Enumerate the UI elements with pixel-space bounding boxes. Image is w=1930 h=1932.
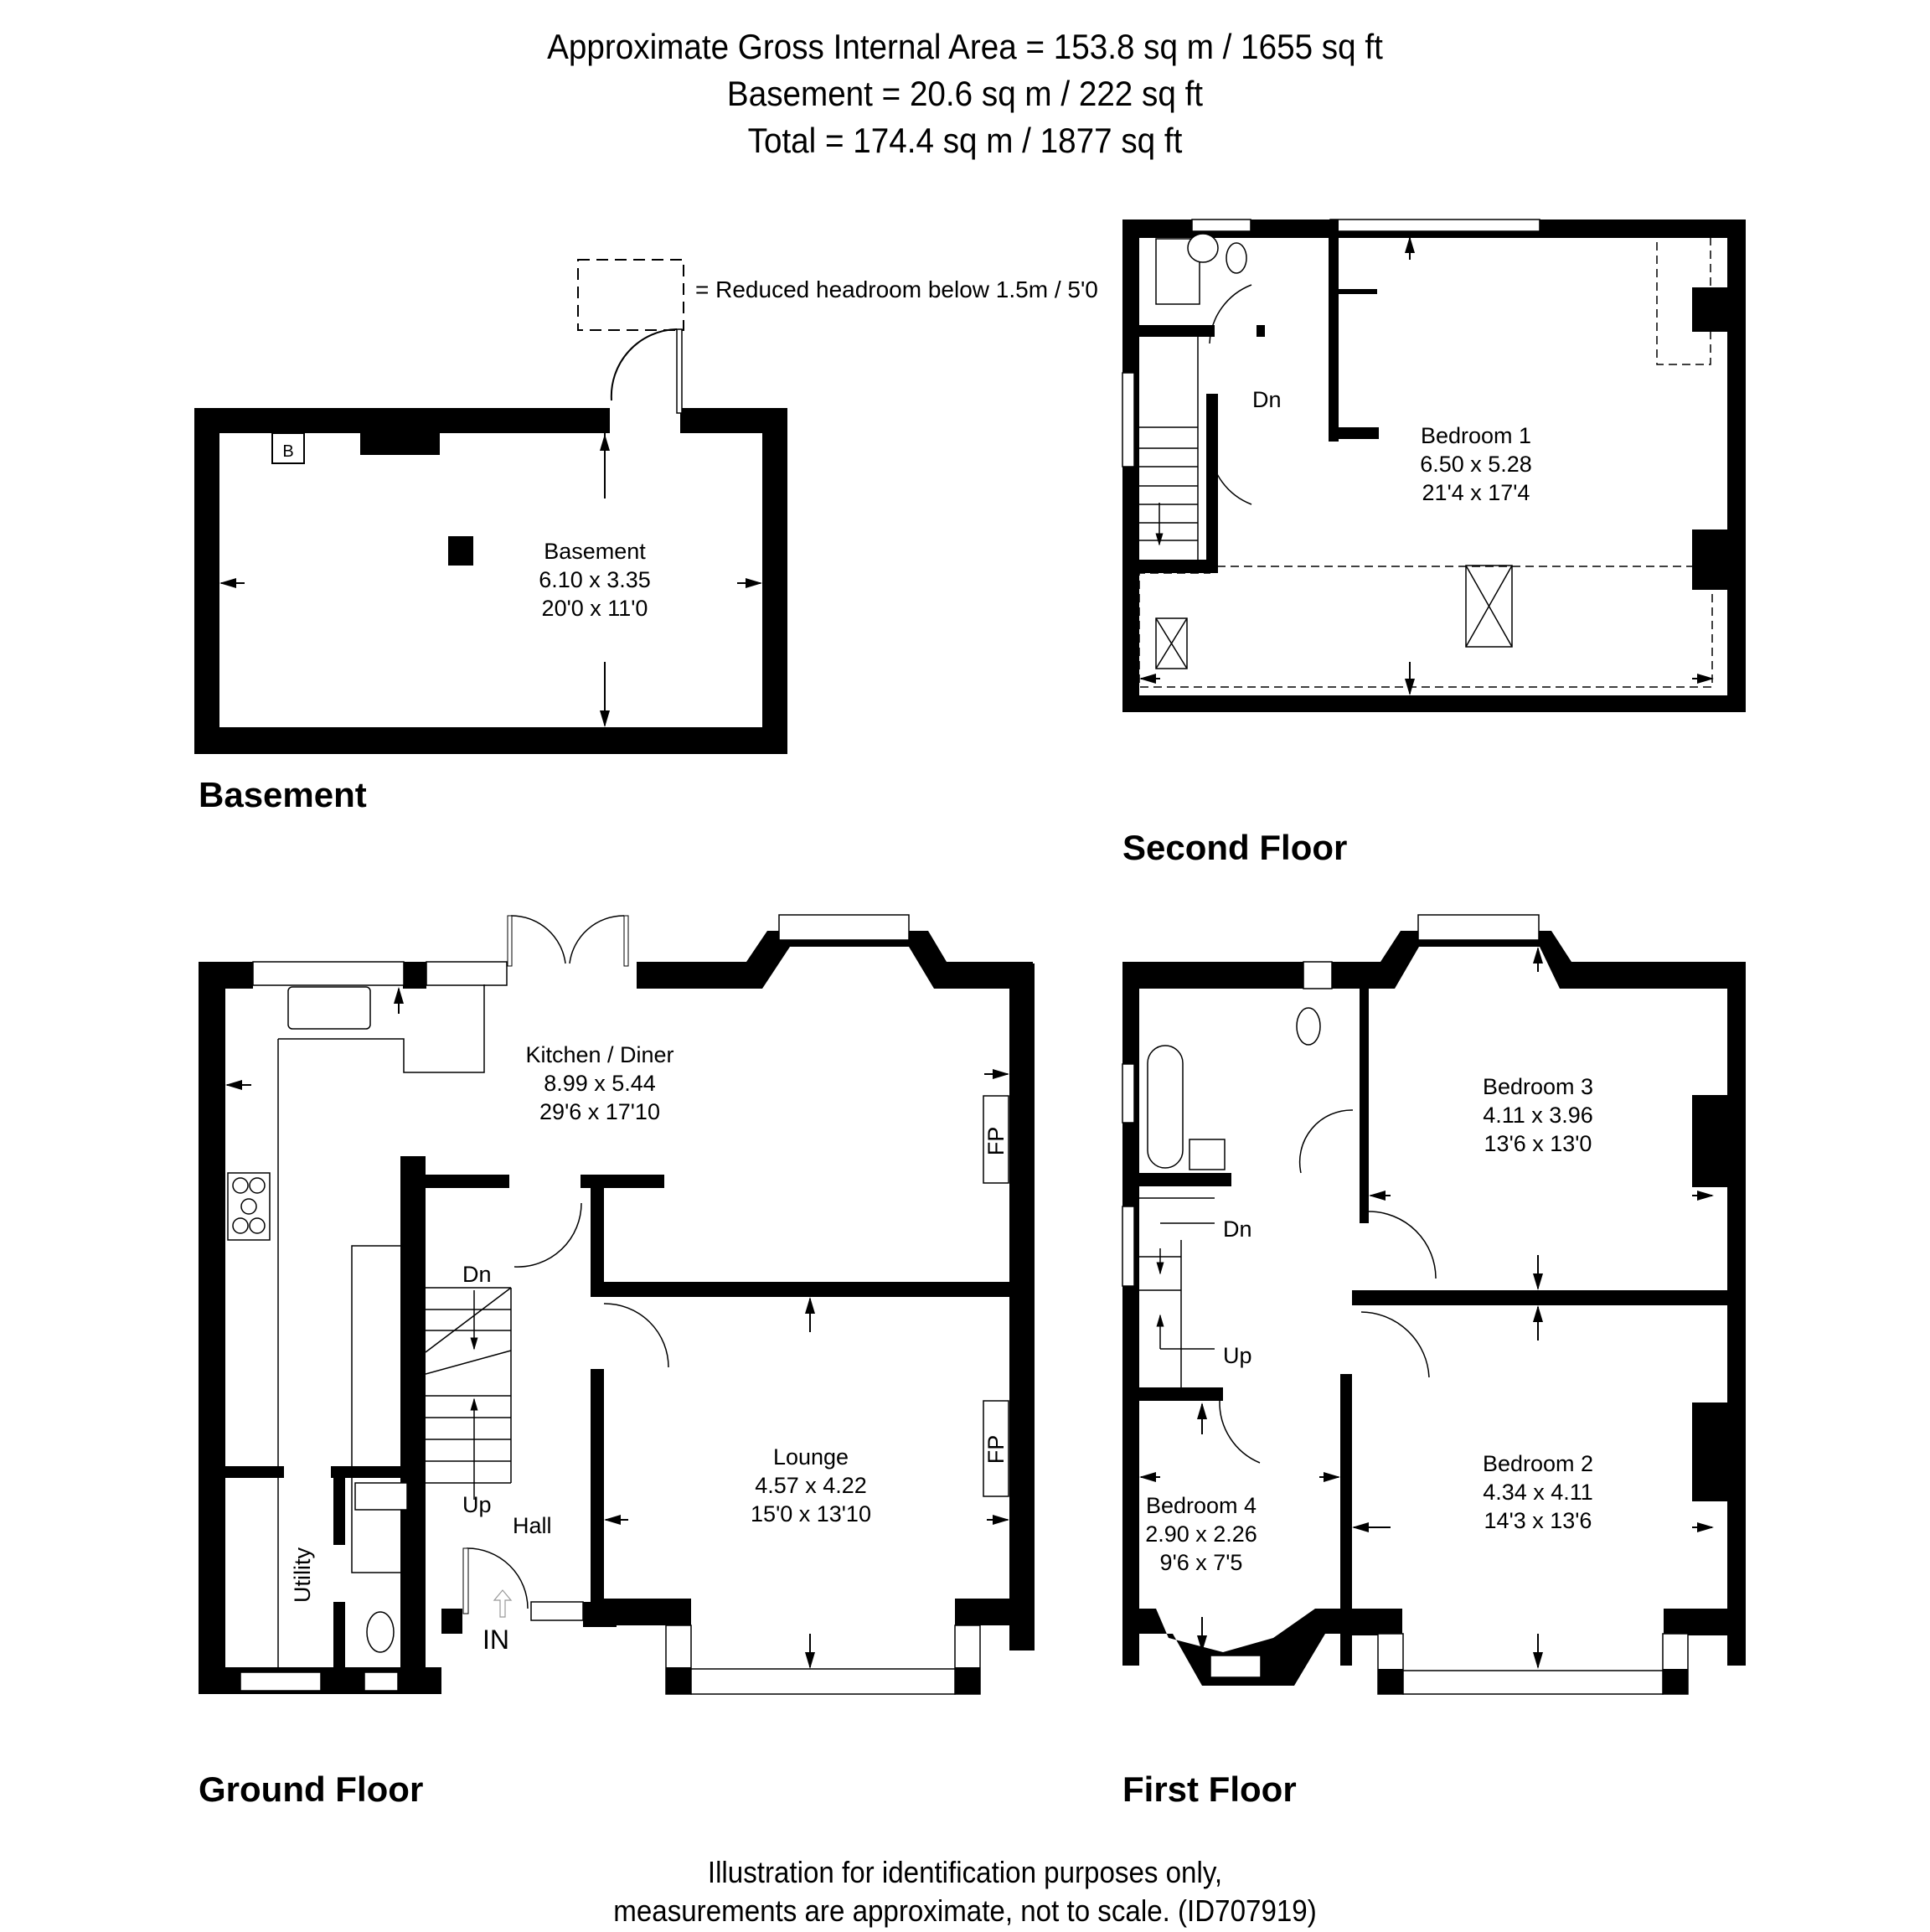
entrance-arrow-icon — [493, 1589, 513, 1618]
bedroom-3-metric: 4.11 x 3.96 — [1483, 1103, 1593, 1128]
room-bedroom-3: Bedroom 3 — [1483, 1074, 1593, 1099]
door-swing-icon — [466, 1547, 529, 1609]
boiler-icon — [271, 432, 305, 464]
bedroom-4-metric: 2.90 x 2.26 — [1145, 1521, 1257, 1547]
ground-floor-plan: FP — [199, 914, 1035, 1695]
hob-icon — [227, 1172, 271, 1241]
basin-icon — [354, 1482, 408, 1511]
floor-title-first: First Floor — [1122, 1769, 1297, 1809]
room-bedroom-2: Bedroom 2 — [1483, 1451, 1593, 1476]
door-swing-icon — [513, 1202, 582, 1268]
legend-dashed-box-icon — [577, 259, 684, 331]
first-floor-plan: Dn Up Bedroom 3 4.11 x 3.96 13'6 x 13'0 — [1122, 914, 1746, 1695]
bathtub-icon — [1147, 1045, 1184, 1169]
door-swing-icon — [603, 1303, 669, 1368]
floor-title-ground: Ground Floor — [199, 1769, 424, 1809]
lounge-metric: 4.57 x 4.22 — [755, 1473, 867, 1498]
toilet-icon — [1226, 242, 1247, 274]
room-bedroom-1: Bedroom 1 — [1421, 423, 1531, 448]
door-swing-icon — [1360, 1311, 1430, 1378]
second-floor-plan: Dn Bedroom 1 6.50 x 5.28 21'4 x 17'4 — [1122, 219, 1746, 712]
bedroom-1-imperial: 21'4 x 17'4 — [1422, 480, 1530, 505]
bedroom-2-imperial: 14'3 x 13'6 — [1484, 1508, 1592, 1533]
room-kitchen-diner: Kitchen / Diner — [525, 1042, 673, 1067]
door-swing-icon — [1298, 1109, 1354, 1174]
bedroom-2-metric: 4.34 x 4.11 — [1483, 1480, 1593, 1505]
basin-icon — [1189, 1139, 1226, 1170]
basement-metric: 6.10 x 3.35 — [539, 567, 651, 592]
room-bedroom-4: Bedroom 4 — [1146, 1493, 1257, 1518]
skylight-icon — [1465, 565, 1513, 648]
bedroom-4-imperial: 9'6 x 7'5 — [1160, 1550, 1243, 1575]
total-area: Total = 174.4 sq m / 1877 sq ft — [747, 121, 1183, 160]
door-swing-icon — [610, 328, 678, 401]
skylight-icon — [1155, 617, 1188, 669]
door-swing-icon — [1209, 447, 1252, 505]
floor-title-basement: Basement — [199, 775, 367, 814]
boiler-label: B — [282, 442, 293, 461]
toilet-icon — [1296, 1007, 1321, 1046]
first-stairs-down-label: Dn — [1223, 1217, 1252, 1242]
kitchen-diner-imperial: 29'6 x 17'10 — [539, 1099, 660, 1124]
second-stairs-down-label: Dn — [1252, 387, 1282, 412]
disclaimer: Illustration for identification purposes… — [0, 1853, 1930, 1930]
kitchen-diner-metric: 8.99 x 5.44 — [544, 1071, 656, 1096]
floor-title-second: Second Floor — [1122, 828, 1348, 867]
basement-imperial: 20'0 x 11'0 — [542, 596, 648, 621]
basement-area: Basement = 20.6 sq m / 222 sq ft — [726, 74, 1204, 113]
area-summary: Approximate Gross Internal Area = 153.8 … — [0, 23, 1930, 164]
door-swing-icon — [1219, 1400, 1261, 1464]
room-hall: Hall — [513, 1513, 552, 1538]
disclaimer-line-1: Illustration for identification purposes… — [707, 1855, 1223, 1889]
basin-icon — [1187, 233, 1219, 263]
bedroom-3-imperial: 13'6 x 13'0 — [1484, 1131, 1592, 1156]
lounge-fireplace-label: FP — [983, 1435, 1009, 1464]
gross-internal-area: Approximate Gross Internal Area = 153.8 … — [547, 27, 1383, 66]
room-lounge: Lounge — [773, 1444, 849, 1470]
lounge-imperial: 15'0 x 13'10 — [751, 1501, 871, 1526]
ground-stairs-up-label: Up — [462, 1492, 492, 1517]
door-swing-icon — [1368, 1211, 1437, 1279]
sink-icon — [287, 986, 371, 1030]
kitchen-fireplace-label: FP — [983, 1127, 1009, 1156]
basement-plan: B Basement 6.10 x 3.35 20'0 x 11'0 — [194, 328, 787, 754]
toilet-icon — [366, 1611, 395, 1653]
first-stairs-up-label: Up — [1223, 1343, 1252, 1368]
bedroom-1-metric: 6.50 x 5.28 — [1420, 452, 1532, 477]
room-basement: Basement — [544, 539, 646, 564]
entrance-label: IN — [482, 1625, 509, 1655]
disclaimer-line-2: measurements are approximate, not to sca… — [613, 1893, 1317, 1928]
door-swing-icon — [1209, 284, 1252, 344]
legend-reduced-headroom: = Reduced headroom below 1.5m / 5'0 — [695, 276, 1098, 302]
room-utility: Utility — [290, 1547, 315, 1603]
ground-stairs-down-label: Dn — [462, 1262, 492, 1287]
